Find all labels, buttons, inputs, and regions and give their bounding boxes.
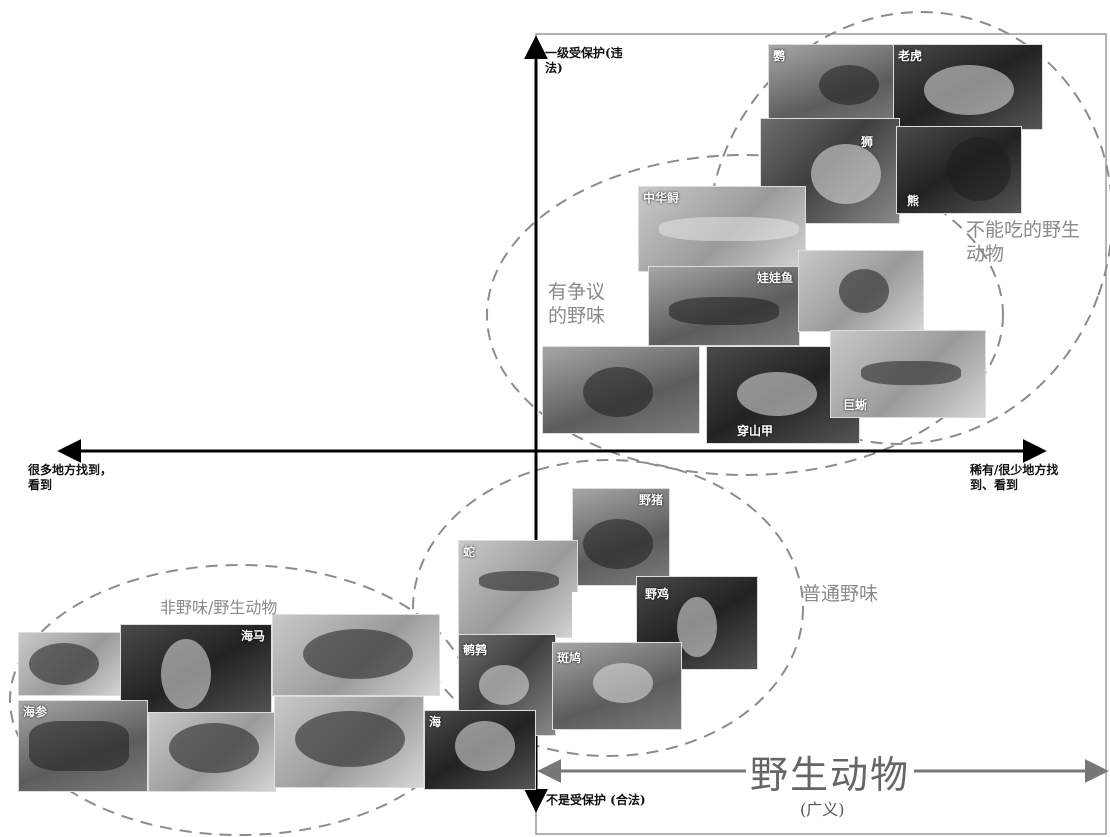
wildlife-subtitle: (广义) — [800, 800, 845, 819]
axis-label-bottom: 不是受保护 (合法) — [546, 793, 646, 807]
photo-grouper — [274, 696, 424, 788]
photo-sea-cucumber: 海参 — [18, 700, 148, 792]
photo-shark-fin — [148, 712, 276, 792]
axis-label-right: 稀有/很少地方找 到、看到 — [970, 463, 1059, 492]
photo-salamander: 娃娃鱼 — [648, 266, 800, 346]
photo-monitor-lizard: 巨蜥 — [830, 330, 986, 418]
cluster-label-controversial: 有争议 的野味 — [548, 281, 606, 327]
photo-pheasant: 野鸡 — [636, 576, 758, 670]
photo-sturgeon: 中华鲟 — [638, 186, 806, 272]
photo-sea-creature: 海 — [424, 710, 536, 790]
cluster-label-common-game: 普通野味 — [802, 583, 879, 605]
axis-label-left: 很多地方找到， 看到 — [28, 463, 113, 492]
photo-abalone — [18, 632, 124, 696]
photo-bear: 熊 — [896, 126, 1022, 214]
wildlife-title: 野生动物 — [746, 744, 915, 799]
photo-parrot: 鹦 — [768, 44, 896, 130]
photo-hedgehog — [542, 346, 700, 434]
photo-blank — [572, 592, 636, 642]
axis-label-top: 一级受保护(违 法) — [545, 46, 623, 75]
photo-deer — [798, 250, 924, 332]
cluster-label-non-game: 非野味/野生动物 — [160, 598, 278, 617]
photo-wild-boar: 野猪 — [572, 488, 670, 586]
photo-tiger: 老虎 — [893, 44, 1043, 130]
cluster-ellipse-controversial — [486, 154, 1004, 476]
photo-tortoise — [272, 614, 440, 696]
photo-turtledove: 斑鸠 — [552, 642, 682, 730]
cluster-label-cannot-eat: 不能吃的野生 动物 — [966, 219, 1081, 265]
photo-snake: 蛇 — [458, 540, 578, 638]
